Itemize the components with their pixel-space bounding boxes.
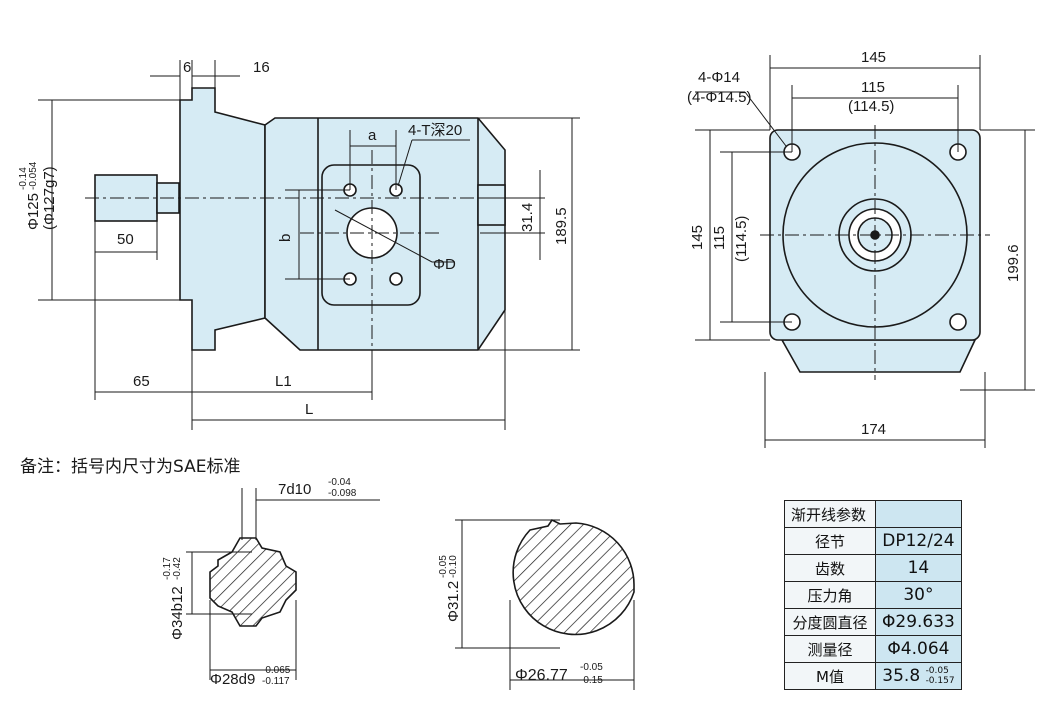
- table-key: 齿数: [784, 554, 876, 582]
- side-view: [94, 87, 506, 351]
- dim-hole-count-sae: (4-Φ14.5): [687, 89, 752, 106]
- dim-front-total-height: 199.6: [1005, 244, 1022, 282]
- table-row: M值 35.8 -0.05 -0.157: [784, 662, 962, 690]
- m-value: 35.8: [882, 666, 921, 686]
- m-tolerance: -0.05 -0.157: [926, 666, 955, 686]
- involute-parameter-table: 渐开线参数 径节 DP12/24 齿数 14 压力角 30° 分度圆直径 Φ29…: [784, 500, 962, 690]
- table-value: DP12/24: [875, 527, 962, 555]
- dim-major-tol-upper: -0.17: [162, 557, 173, 580]
- spline-dimensions: [186, 488, 380, 680]
- keyed-dimensions: [455, 519, 635, 690]
- dim-total-width: 174: [861, 421, 886, 438]
- table-header-blank: [875, 500, 962, 528]
- front-center-lines: [760, 125, 990, 380]
- dim-minor: Φ28d9: [210, 671, 255, 688]
- table-key: M值: [784, 662, 876, 690]
- dim-key-width: 7d10: [278, 481, 311, 498]
- dim-port-diameter: ΦD: [433, 256, 456, 273]
- table-row: 渐开线参数: [784, 500, 962, 528]
- table-row: 径节 DP12/24: [784, 527, 962, 555]
- dim-shaft-length: 50: [117, 231, 134, 248]
- dim-pilot-tol-lower: -0.054: [28, 161, 39, 190]
- dim-port-spacing-a: a: [368, 127, 377, 144]
- dim-L1: L1: [275, 373, 292, 390]
- table-value: Φ4.064: [875, 635, 962, 663]
- dim-flat-tol-upper: -0.05: [580, 662, 603, 673]
- table-header: 渐开线参数: [784, 500, 876, 528]
- dim-flat-tol-lower: -0.15: [580, 675, 603, 686]
- dim-pilot-length: 16: [253, 59, 270, 76]
- table-row: 测量径 Φ4.064: [784, 635, 962, 663]
- dim-height-bolt: 115: [711, 226, 728, 250]
- dim-pilot-sae: (Φ127g7): [41, 166, 58, 230]
- table-value: 14: [875, 554, 962, 582]
- dim-height-outer: 145: [689, 225, 706, 250]
- keyed-section: [512, 518, 635, 636]
- front-bolt-hole: [949, 313, 967, 331]
- front-dimension-texts: 4-Φ14 (4-Φ14.5) 145 115 (114.5) 145 115 …: [687, 49, 1022, 438]
- table-value: 35.8 -0.05 -0.157: [875, 662, 962, 690]
- dim-key-tol-lower: -0.098: [328, 488, 357, 499]
- table-row: 齿数 14: [784, 554, 962, 582]
- m-tol-upper: -0.05: [925, 666, 949, 676]
- dim-total-height: 189.5: [553, 207, 570, 245]
- spline-profile: [209, 537, 297, 627]
- table-row: 压力角 30°: [784, 581, 962, 609]
- dim-L: L: [305, 401, 313, 418]
- dim-height-bolt-sae: (114.5): [733, 216, 750, 262]
- table-value: 30°: [875, 581, 962, 609]
- table-row: 分度圆直径 Φ29.633: [784, 608, 962, 636]
- side-dimensions: [38, 60, 580, 430]
- dim-major-tol-lower: -0.42: [172, 557, 183, 580]
- dim-keyed-diameter-tol-lower: -0.10: [448, 555, 459, 578]
- side-boss: [477, 184, 506, 226]
- dim-width-bolt-sae: (114.5): [848, 98, 894, 115]
- spline-section: [209, 537, 297, 627]
- front-body-bottom: [780, 339, 977, 373]
- dim-major: Φ34b12: [169, 586, 186, 640]
- spline-dimension-texts: 7d10 -0.04 -0.098 Φ34b12 -0.17 -0.42 Φ28…: [162, 477, 357, 688]
- table-key: 压力角: [784, 581, 876, 609]
- dim-port-thread: 4-T深20: [408, 122, 462, 139]
- table-value: Φ29.633: [875, 608, 962, 636]
- sae-note: 备注：括号内尺寸为SAE标准: [20, 457, 241, 477]
- keyed-dimension-texts: Φ31.2 -0.05 -0.10 Φ26.77 -0.05 -0.15: [438, 555, 603, 686]
- dim-port-spacing-b: b: [277, 234, 294, 242]
- dim-width-outer: 145: [861, 49, 886, 66]
- dim-flange-thickness: 6: [183, 59, 191, 76]
- table-key: 径节: [784, 527, 876, 555]
- m-tol-lower: -0.157: [925, 676, 955, 686]
- front-view: [769, 129, 981, 373]
- dim-pilot-tol-upper: -0.14: [18, 167, 29, 190]
- keyed-profile: [512, 518, 635, 636]
- dim-width-bolt: 115: [861, 79, 885, 96]
- dim-minor-tol-lower: -0.117: [262, 676, 290, 687]
- side-center-lines: [85, 150, 535, 360]
- side-dimension-texts: 6 16 Φ125 -0.14 -0.054 (Φ127g7) 50 a b 4…: [18, 59, 570, 418]
- dim-pilot-diameter: Φ125: [25, 193, 42, 230]
- dim-hole-count: 4-Φ14: [698, 69, 740, 86]
- front-dimensions: [695, 55, 1035, 448]
- dim-shaft-to-flange: 65: [133, 373, 150, 390]
- dim-keyed-diameter: Φ31.2: [445, 581, 462, 622]
- table-key: 分度圆直径: [784, 608, 876, 636]
- dim-key-tol-upper: -0.04: [328, 477, 351, 488]
- thread-hole: [389, 272, 403, 286]
- mounting-flange: [179, 87, 266, 351]
- dim-keyed-diameter-tol-upper: -0.05: [438, 555, 449, 578]
- dim-flat: Φ26.77: [515, 667, 568, 684]
- dim-port-offset: 31.4: [519, 203, 536, 232]
- dim-minor-tol-upper: -0.065: [262, 665, 291, 676]
- table-key: 测量径: [784, 635, 876, 663]
